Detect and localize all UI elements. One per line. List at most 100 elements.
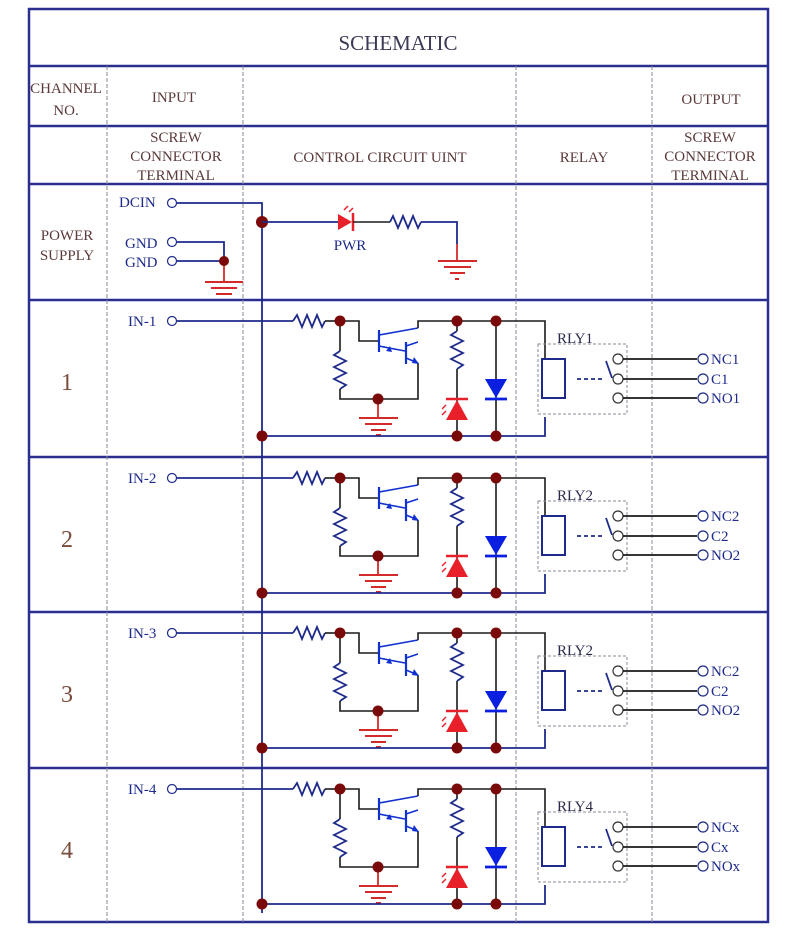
junction-dot <box>490 587 502 599</box>
screw-terminal-output[interactable] <box>697 665 709 677</box>
flyback-diode-icon <box>485 536 507 558</box>
wire <box>417 788 546 827</box>
relay-label: RLY1 <box>557 331 593 347</box>
screw-terminal-output[interactable] <box>697 373 709 385</box>
relay-contact <box>612 373 624 385</box>
screw-terminal-output[interactable] <box>697 549 709 561</box>
rail-wire <box>262 417 546 437</box>
relay-outline <box>537 811 628 883</box>
screw-terminal-output[interactable] <box>697 685 709 697</box>
status-led-icon <box>441 865 468 888</box>
resistor-icon <box>331 350 349 390</box>
resistor-icon <box>331 662 349 702</box>
table-frame <box>27 7 770 924</box>
screw-terminal-dcin[interactable] <box>166 197 178 209</box>
darlington-transistor-icon <box>377 795 419 832</box>
screw-terminal-input[interactable] <box>166 627 178 639</box>
relay-label: RLY4 <box>557 799 593 815</box>
input-terminal-label: IN-1 <box>128 314 156 330</box>
screw-terminal-gnd2[interactable] <box>166 255 178 267</box>
output-terminal-label: NC2 <box>711 664 739 680</box>
header-output: OUTPUT <box>681 92 740 108</box>
junction-dot <box>372 393 384 405</box>
header-channel-no-line2: NO. <box>53 103 78 119</box>
pwr-led-label: PWR <box>334 238 367 254</box>
resistor-icon <box>331 507 349 547</box>
screw-terminal-output[interactable] <box>697 860 709 872</box>
relay-label: RLY2 <box>557 643 593 659</box>
ground-symbol-icon <box>438 260 477 280</box>
wire <box>417 477 546 516</box>
junction-dot <box>451 783 463 795</box>
screw-terminal-output[interactable] <box>697 530 709 542</box>
junction-dot <box>490 472 502 484</box>
output-terminal-label: C2 <box>711 684 729 700</box>
wire <box>340 320 378 342</box>
power-supply-section: POWER SUPPLY DCIN GND GND PWR <box>40 195 477 913</box>
relay-contact <box>612 665 624 677</box>
relay-outline <box>537 655 628 727</box>
screw-terminal-output[interactable] <box>697 392 709 404</box>
output-terminal-label: NO2 <box>711 703 740 719</box>
junction-dot <box>451 742 463 754</box>
screw-terminal-output[interactable] <box>697 353 709 365</box>
output-terminal-label: NCx <box>711 820 740 836</box>
channel-number: 1 <box>61 370 73 396</box>
junction-dot <box>256 430 268 442</box>
header-relay: RELAY <box>560 150 609 166</box>
screw-terminal-output[interactable] <box>697 510 709 522</box>
relay-contact <box>612 530 624 542</box>
pwr-led-icon <box>338 205 355 231</box>
terminal-label-gnd1: GND <box>125 236 158 252</box>
status-led-icon <box>441 397 468 420</box>
input-terminal-label: IN-3 <box>128 626 156 642</box>
power-supply-label-line2: SUPPLY <box>40 248 95 264</box>
screw-terminal-output[interactable] <box>697 821 709 833</box>
header-control-circuit: CONTROL CIRCUIT UINT <box>293 150 466 166</box>
flyback-diode-icon <box>485 691 507 713</box>
junction-dot <box>490 315 502 327</box>
relay-contact <box>612 704 624 716</box>
header-input-terminal-line1: SCREW <box>150 130 203 146</box>
wire <box>421 221 458 244</box>
rail-wire <box>262 729 546 749</box>
relay-contact <box>612 510 624 522</box>
junction-dot <box>490 898 502 910</box>
input-terminal-label: IN-4 <box>128 782 157 798</box>
screw-terminal-gnd1[interactable] <box>166 236 178 248</box>
junction-dot <box>451 430 463 442</box>
header-channel-no-line1: CHANNEL <box>30 81 102 97</box>
input-terminal-label: IN-2 <box>128 471 156 487</box>
output-terminal-label: C2 <box>711 529 729 545</box>
rail-wire <box>262 885 546 905</box>
ground-symbol-icon <box>359 885 398 904</box>
screw-terminal-input[interactable] <box>166 783 178 795</box>
relay-contact <box>612 821 624 833</box>
relay-switch-icon <box>605 672 613 691</box>
screw-terminal-output[interactable] <box>697 704 709 716</box>
relay-outline <box>537 343 628 415</box>
relay-coil-icon <box>541 826 566 867</box>
relay-coil-icon <box>541 515 566 556</box>
header-input: INPUT <box>152 90 196 106</box>
junction-dot <box>451 898 463 910</box>
header-output-terminal-line2: CONNECTOR <box>664 149 755 165</box>
resistor-icon <box>448 330 466 370</box>
junction-dot <box>256 742 268 754</box>
resistor-icon <box>389 213 422 231</box>
screw-terminal-input[interactable] <box>166 315 178 327</box>
header-output-terminal-line1: SCREW <box>684 130 737 146</box>
darlington-transistor-icon <box>377 327 419 364</box>
screw-terminal-input[interactable] <box>166 472 178 484</box>
channel-number: 2 <box>61 527 73 553</box>
junction-dot <box>334 315 346 327</box>
junction-dot <box>490 783 502 795</box>
junction-dot <box>372 861 384 873</box>
relay-coil-icon <box>541 670 566 711</box>
resistor-icon <box>292 624 326 642</box>
junction-dot <box>334 472 346 484</box>
screw-terminal-output[interactable] <box>697 841 709 853</box>
relay-switch-icon <box>605 517 613 536</box>
